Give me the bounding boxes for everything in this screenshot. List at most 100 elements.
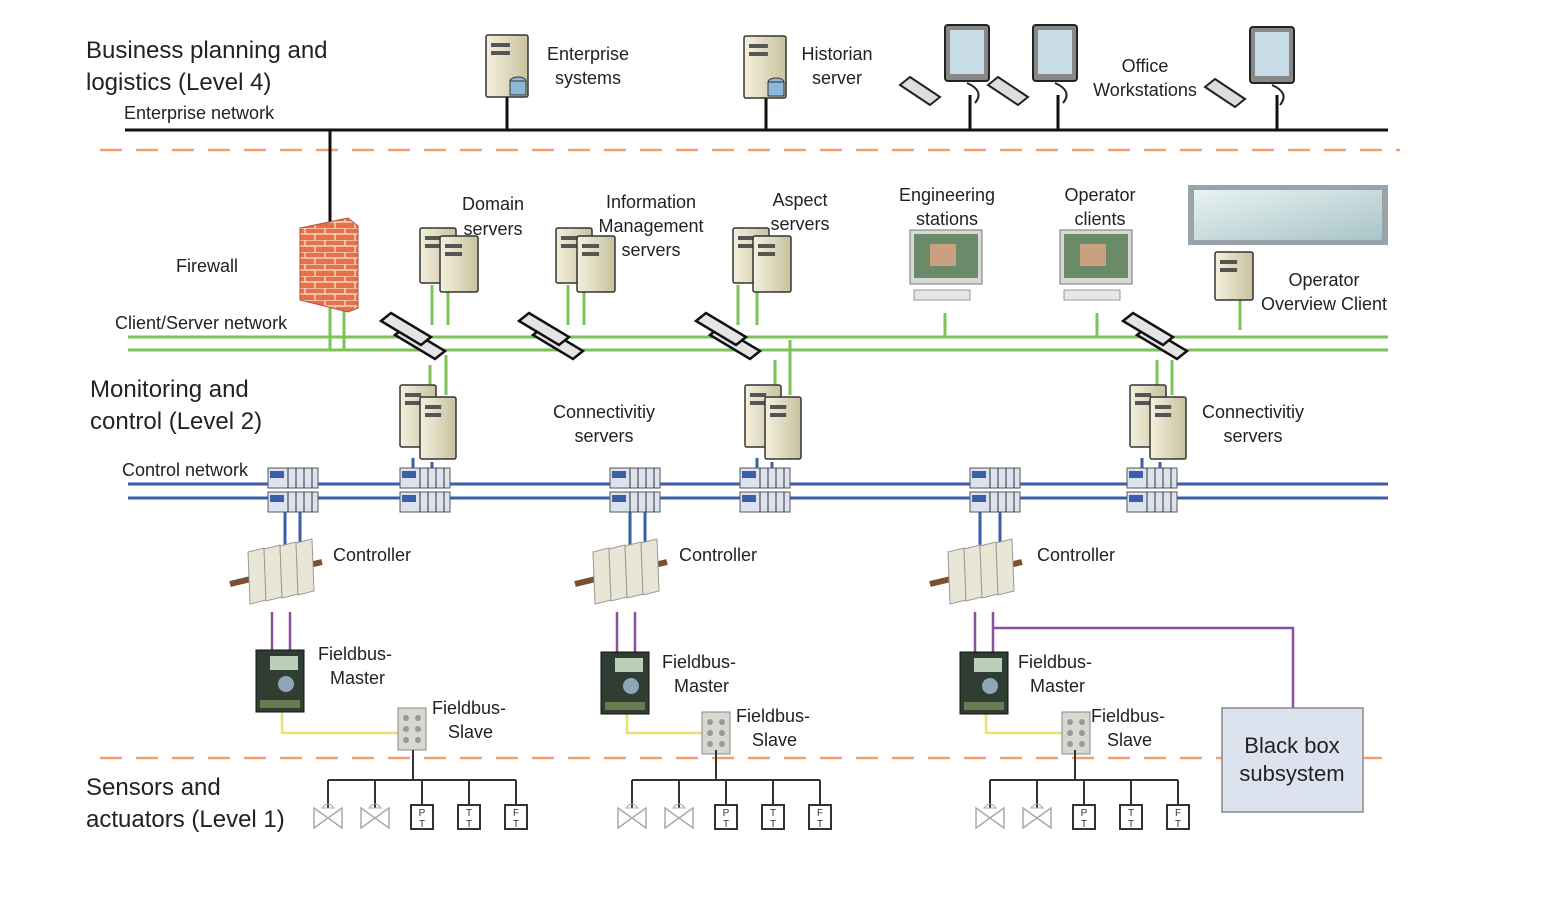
operator-clients-label-2: clients [1074, 209, 1125, 229]
control-switch-icon-6 [1126, 467, 1178, 513]
transmitter-icon: PT [714, 804, 738, 830]
fieldbus-slave-label-2a: Fieldbus- [736, 706, 810, 726]
transmitter-icon: TT [457, 804, 481, 830]
enterprise-systems-label-1: Enterprise [547, 44, 629, 64]
fieldbus-slave-label-1a: Fieldbus- [432, 698, 506, 718]
transmitter-icon: PT [410, 804, 434, 830]
transmitter-type: T [466, 808, 472, 819]
transmitter-icon: TT [1119, 804, 1143, 830]
info-mgmt-label-2: Management [598, 216, 703, 236]
engineering-station-icon [909, 229, 983, 301]
operator-clients-label-1: Operator [1064, 185, 1135, 205]
transmitter-suffix: T [1081, 819, 1087, 830]
level4-label-2: logistics (Level 4) [86, 69, 271, 96]
fieldbus-master-links [270, 612, 1295, 708]
transmitter-type: P [419, 808, 426, 819]
transmitter-type: F [513, 808, 519, 819]
transmitter-suffix: T [817, 819, 823, 830]
control-switch-icon-4 [739, 467, 791, 513]
fieldbus-slave-icon-2 [701, 711, 731, 755]
control-switch-icon-2 [399, 467, 451, 513]
level2-label-2: control (Level 2) [90, 408, 262, 435]
controller-label-3: Controller [1037, 545, 1115, 565]
connectivity-servers-label-1: Connectivitiy [553, 402, 655, 422]
fieldbus-master-label-1b: Master [330, 668, 385, 688]
office-workstation-icon-3 [1203, 26, 1295, 109]
fieldbus-master-icon-3 [959, 651, 1009, 715]
fieldbus-master-label-2b: Master [674, 676, 729, 696]
operator-client-icon [1059, 229, 1133, 301]
level1-label-2: actuators (Level 1) [86, 806, 285, 833]
transmitter-type: F [1175, 808, 1181, 819]
transmitter-icon: FT [1166, 804, 1190, 830]
network-switch-icon-3 [693, 311, 763, 361]
engineering-stations-label-1: Engineering [899, 185, 995, 205]
control-switch-icon-3 [609, 467, 661, 513]
network-switch-icon-2 [516, 311, 586, 361]
fieldbus-master-icon-1 [255, 649, 305, 713]
fieldbus-master-label-3b: Master [1030, 676, 1085, 696]
connectivity-servers-label-3: Connectivitiy [1202, 402, 1304, 422]
valve-icon [617, 803, 647, 830]
control-network-label: Control network [122, 460, 249, 480]
fieldbus-master-label-1a: Fieldbus- [318, 644, 392, 664]
operator-overview-screen-icon [1188, 185, 1388, 245]
valve-icon [360, 803, 390, 830]
operator-overview-label-2: Overview Client [1261, 294, 1387, 314]
historian-server-icon [743, 35, 787, 99]
domain-servers-label-1: Domain [462, 194, 524, 214]
black-box-label-1: Black box [1244, 733, 1339, 758]
transmitter-suffix: T [1128, 819, 1134, 830]
fieldbus-slave-label-3a: Fieldbus- [1091, 706, 1165, 726]
transmitter-type: T [1128, 808, 1134, 819]
controller-label-2: Controller [679, 545, 757, 565]
aspect-servers-label-1: Aspect [772, 190, 827, 210]
controller-icon-2 [574, 538, 668, 605]
info-mgmt-label-3: servers [621, 240, 680, 260]
enterprise-systems-server-icon [485, 34, 529, 98]
transmitter-type: P [723, 808, 730, 819]
fieldbus-slave-label-2b: Slave [752, 730, 797, 750]
domain-server-icon-2 [439, 235, 479, 293]
controller-icon-1 [229, 538, 323, 605]
enterprise-drops [328, 95, 1279, 225]
transmitter-suffix: T [513, 819, 519, 830]
transmitter-type: T [770, 808, 776, 819]
fieldbus-slave-links [280, 712, 1064, 735]
office-workstation-icon-1 [898, 24, 990, 107]
control-switch-icon-5 [969, 467, 1021, 513]
info-mgmt-server-icon-2 [576, 235, 616, 293]
transmitter-icon: FT [504, 804, 528, 830]
fieldbus-master-label-3a: Fieldbus- [1018, 652, 1092, 672]
transmitter-suffix: T [419, 819, 425, 830]
fieldbus-slave-icon-3 [1061, 711, 1091, 755]
network-switch-icon-1 [378, 311, 448, 361]
level4-label-1: Business planning and [86, 37, 328, 64]
connectivity-server-icon-6 [1149, 396, 1187, 460]
valve-icon [1022, 803, 1052, 830]
transmitter-suffix: T [723, 819, 729, 830]
historian-label-1: Historian [801, 44, 872, 64]
operator-overview-label-1: Operator [1288, 270, 1359, 290]
operator-overview-client-icon [1214, 251, 1254, 301]
controller-label-1: Controller [333, 545, 411, 565]
aspect-server-icon-2 [752, 235, 792, 293]
engineering-stations-label-2: stations [916, 209, 978, 229]
valve-icon [975, 803, 1005, 830]
firewall-label: Firewall [176, 256, 238, 276]
valve-icon [664, 803, 694, 830]
domain-servers-label-2: servers [463, 219, 522, 239]
fieldbus-slave-icon-1 [397, 707, 427, 751]
fieldbus-slave-label-3b: Slave [1107, 730, 1152, 750]
connectivity-servers-label-2: servers [574, 426, 633, 446]
transmitter-suffix: T [466, 819, 472, 830]
fieldbus-master-icon-2 [600, 651, 650, 715]
firewall-icon [299, 217, 359, 313]
office-workstation-icon-2 [986, 24, 1078, 107]
client-server-network-label: Client/Server network [115, 313, 288, 333]
controller-icon-3 [929, 538, 1023, 605]
black-box-subsystem: Black box subsystem [1221, 707, 1364, 813]
